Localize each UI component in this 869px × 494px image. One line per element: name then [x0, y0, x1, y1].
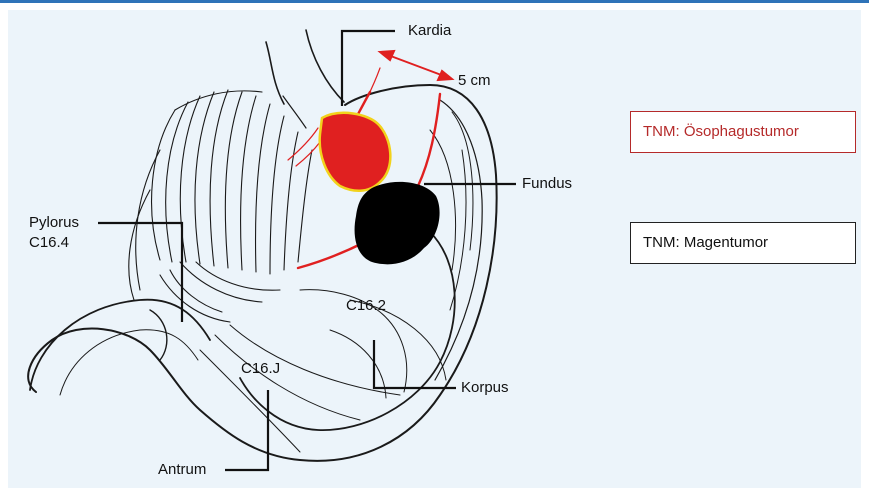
label-korpus: Korpus: [461, 379, 509, 397]
esophageal-tumor: [320, 113, 391, 191]
label-pylorus-code: C16.4: [29, 234, 69, 252]
tnm-oesophagus-box: TNM: Ösophagustumor: [630, 111, 856, 153]
label-fundus: Fundus: [522, 175, 572, 193]
leader-pylorus: [98, 223, 182, 322]
gastric-tumor: [355, 182, 440, 264]
label-c16-2: C16.2: [346, 297, 386, 315]
boundary-line-lower: [298, 242, 365, 268]
esophagus-outline-right: [306, 30, 344, 102]
label-distance: 5 cm: [458, 72, 491, 90]
distance-arrow: [380, 51, 452, 80]
tnm-magen-box: TNM: Magentumor: [630, 222, 856, 264]
leader-antrum: [225, 390, 268, 470]
stomach-inner-outline: [240, 232, 455, 430]
label-kardia: Kardia: [408, 22, 451, 40]
esophagus-outline-left: [266, 42, 284, 104]
label-c16-j: C16.J: [241, 360, 280, 378]
label-pylorus: Pylorus: [29, 214, 79, 232]
label-antrum: Antrum: [158, 461, 206, 479]
